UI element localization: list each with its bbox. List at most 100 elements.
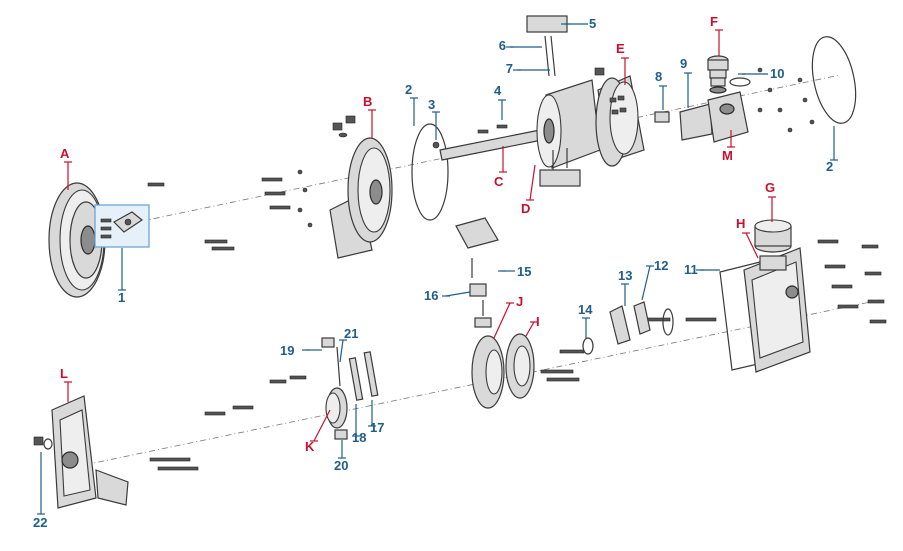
- half-ring-j: [471, 335, 505, 409]
- number-label: 19: [280, 343, 294, 358]
- hardware-bolts-lower-right: [817, 239, 887, 324]
- letter-leader-line: [525, 321, 535, 337]
- spacer-part: [654, 111, 670, 123]
- number-label: 13: [618, 268, 632, 283]
- number-label: 11: [684, 262, 698, 277]
- letter-leader-line: [313, 409, 331, 442]
- number-callout: 14: [578, 302, 593, 338]
- letter-label: E: [616, 41, 625, 56]
- letter-label: G: [765, 180, 775, 195]
- bolt-set-upper: [147, 169, 313, 251]
- ring-part: [662, 308, 674, 336]
- callout-layer: ABCDEFGHIJKLM122345678910111213141516171…: [33, 14, 838, 530]
- number-callout: 19: [280, 343, 322, 358]
- manifold-part: [707, 91, 749, 143]
- o-ring-part: [729, 77, 751, 87]
- number-callout: 17: [368, 400, 384, 435]
- letter-leader-line: [493, 302, 511, 339]
- number-callout: 20: [334, 440, 348, 473]
- letter-label: B: [363, 94, 372, 109]
- letter-label: D: [521, 201, 530, 216]
- number-callout: 4: [494, 83, 506, 120]
- letter-label: F: [710, 14, 718, 29]
- number-label: 7: [506, 61, 513, 76]
- letter-label: C: [494, 174, 504, 189]
- plate-18: [348, 357, 364, 401]
- letter-callout: F: [710, 14, 723, 56]
- number-callout: 11: [684, 262, 720, 277]
- fitting-part: [707, 55, 729, 94]
- number-label: 9: [680, 56, 687, 71]
- number-label: 1: [118, 290, 125, 305]
- number-label: 2: [826, 159, 833, 174]
- stud-set-lower: [149, 317, 717, 471]
- bracket-plate: [679, 103, 713, 141]
- number-label: 10: [770, 66, 784, 81]
- letter-leader-line: [745, 232, 759, 259]
- number-label: 20: [334, 458, 348, 473]
- housing-part: [594, 67, 645, 167]
- number-callout: 8: [655, 69, 667, 110]
- gasket-ring-right: [811, 36, 857, 124]
- letter-label: A: [60, 146, 70, 161]
- number-label: 17: [370, 420, 384, 435]
- number-label: 15: [517, 264, 531, 279]
- plate-17: [363, 351, 379, 397]
- letter-callout: G: [765, 180, 776, 222]
- number-leader-line: [445, 291, 471, 297]
- number-label: 16: [424, 288, 438, 303]
- letter-label: I: [536, 314, 540, 329]
- number-callout: 13: [618, 268, 632, 306]
- end-cover-part: [743, 247, 811, 373]
- number-label: 22: [33, 515, 47, 530]
- washer-14: [582, 337, 594, 355]
- letter-callout: H: [736, 216, 759, 259]
- number-label: 4: [494, 83, 502, 98]
- number-callout: 10: [738, 66, 784, 81]
- number-label: 5: [589, 16, 596, 31]
- letter-callout: B: [363, 94, 376, 138]
- letter-leader-line: [529, 164, 536, 201]
- number-label: 3: [428, 97, 435, 112]
- number-callout: 12: [641, 258, 668, 301]
- number-callout: 6: [499, 38, 542, 53]
- number-callout: 7: [506, 61, 550, 76]
- nut-washer-part: [33, 436, 53, 450]
- number-callout: 2: [826, 126, 838, 174]
- number-leader-line: [641, 265, 651, 301]
- end-housing-part: [51, 395, 129, 509]
- number-callout: 22: [33, 452, 47, 530]
- spring-7: [550, 35, 556, 77]
- number-callout: 18: [352, 404, 366, 445]
- number-leader-line: [339, 339, 344, 363]
- half-ring-i: [505, 333, 535, 399]
- seal-rotor-part: [321, 337, 348, 440]
- number-label: 2: [405, 82, 412, 97]
- number-callout: 5: [561, 16, 596, 31]
- letter-callout: D: [521, 164, 536, 216]
- washer-part: [432, 141, 440, 149]
- number-label: 14: [578, 302, 593, 317]
- number-callout: 16: [424, 288, 471, 303]
- number-label: 8: [655, 69, 662, 84]
- number-callout: 2: [405, 82, 418, 126]
- number-label: 18: [352, 430, 366, 445]
- number-callout: 21: [339, 326, 358, 363]
- rotor-part: [536, 79, 601, 187]
- number-label: 6: [499, 38, 506, 53]
- letter-callout: A: [60, 146, 72, 190]
- number-label: 12: [654, 258, 668, 273]
- filter-cap-part: [754, 219, 792, 253]
- number-callout: 9: [680, 56, 692, 108]
- lower-assembly-axis: [59, 299, 881, 471]
- shaft-part: [439, 124, 543, 161]
- plate-13: [609, 305, 631, 345]
- pulley-part: [48, 182, 106, 298]
- letter-label: J: [516, 294, 523, 309]
- number-label: 21: [344, 326, 358, 341]
- letter-callout: L: [60, 366, 72, 402]
- number-callout: 1: [118, 248, 126, 305]
- hub-kit-box: [94, 204, 150, 248]
